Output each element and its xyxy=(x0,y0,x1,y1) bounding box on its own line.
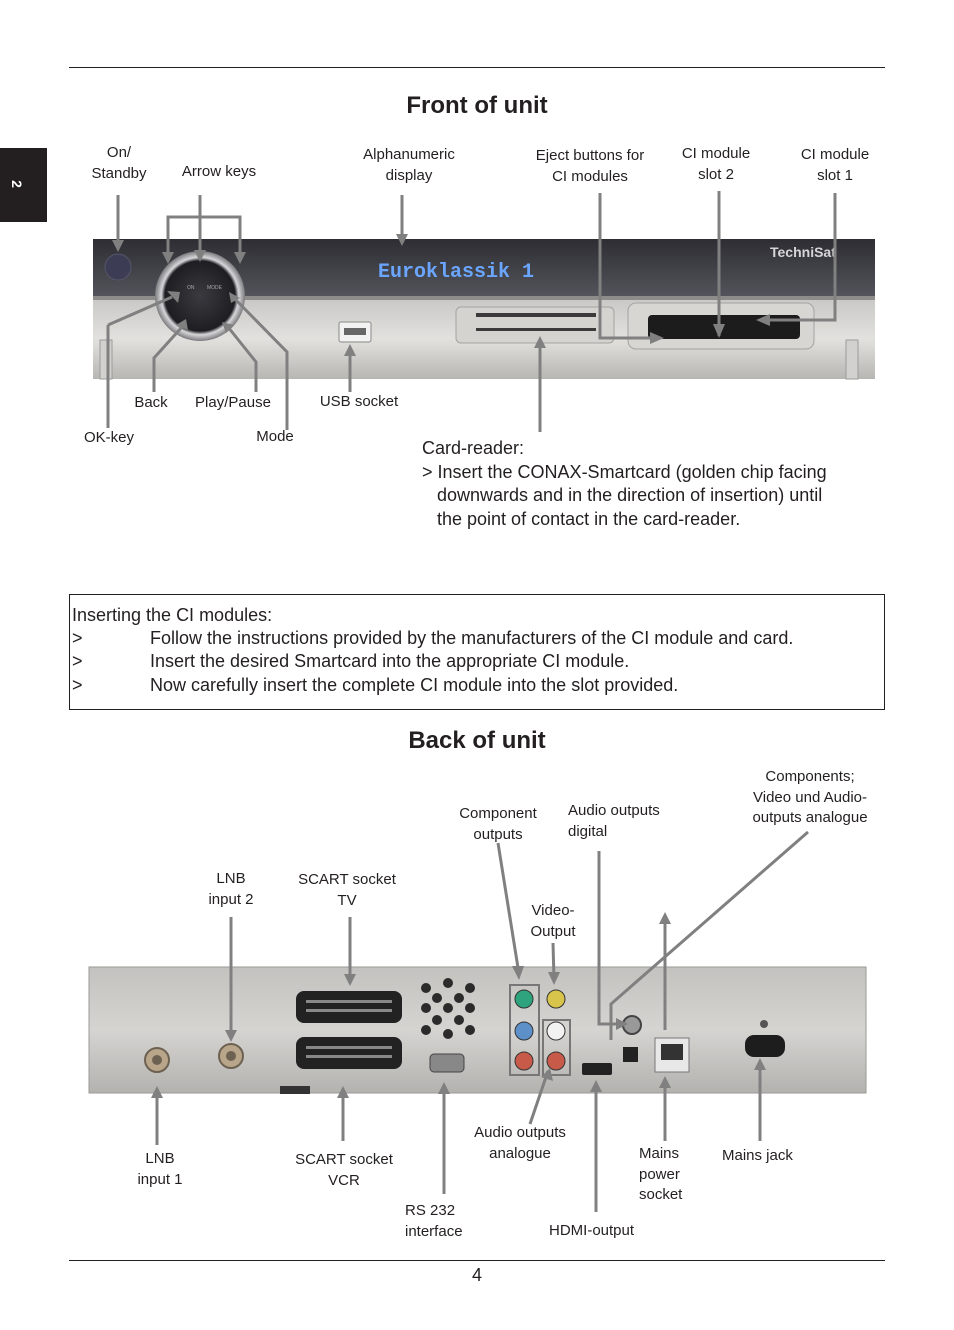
label-lnb-input-1: LNB input 1 xyxy=(125,1149,195,1190)
label-lnb-input-2: LNB input 2 xyxy=(196,869,266,910)
label-scart-tv: SCART socket TV xyxy=(282,870,412,911)
label-scart-vcr: SCART socket VCR xyxy=(279,1150,409,1191)
label-mains-power-socket: Mains power socket xyxy=(639,1144,709,1206)
label-component-outputs: Component outputs xyxy=(443,804,553,845)
label-video-output: Video- Output xyxy=(513,901,593,942)
bottom-rule xyxy=(69,1260,885,1261)
label-rs232: RS 232 interface xyxy=(405,1201,495,1242)
page-number: 4 xyxy=(0,1265,954,1286)
label-components-video-audio: Components; Video und Audio- outputs ana… xyxy=(730,767,890,829)
label-hdmi-output: HDMI-output xyxy=(549,1221,669,1242)
label-audio-digital: Audio outputs digital xyxy=(568,801,698,842)
back-panel-image xyxy=(89,967,866,1094)
label-mains-jack: Mains jack xyxy=(722,1146,822,1167)
back-unit-illustration xyxy=(0,0,954,1260)
label-audio-analogue: Audio outputs analogue xyxy=(455,1123,585,1164)
